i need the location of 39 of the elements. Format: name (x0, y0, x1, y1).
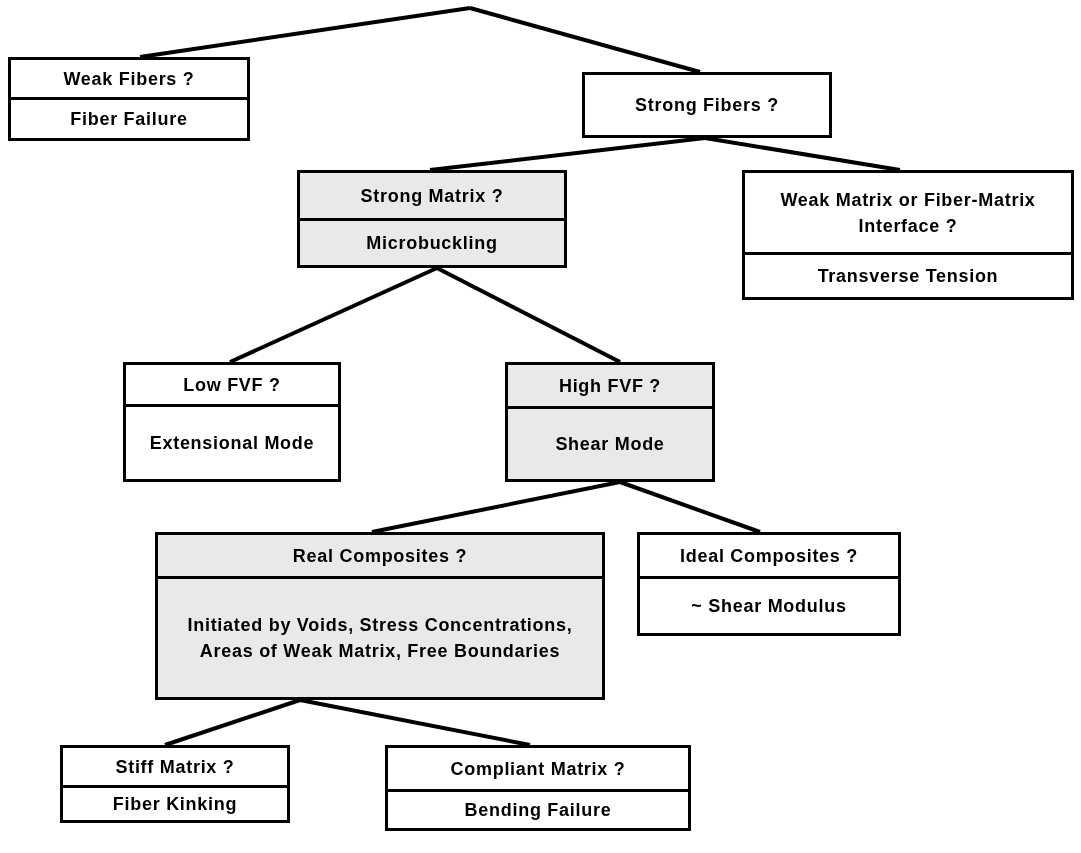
question-text: Weak Fibers ? (11, 60, 247, 100)
question-text: Strong Fibers ? (634, 94, 780, 117)
decision-box (637, 532, 901, 636)
outcome-text: Microbuckling (365, 232, 499, 255)
question-text: Weak Matrix or Fiber-Matrix Interface ? (745, 173, 1071, 255)
question-text: High FVF ? (508, 365, 712, 409)
outcome-text: Extensional Mode (148, 432, 316, 455)
question-text: Compliant Matrix ? (388, 748, 688, 792)
connector-line (436, 266, 621, 364)
question-text: Real Composites ? (158, 535, 602, 579)
outcome-text: Fiber Failure (69, 108, 189, 131)
outcome-text: Transverse Tension (816, 265, 1000, 288)
outcome-text: Shear Mode (554, 433, 666, 456)
decision-box (60, 745, 290, 823)
outcome-text: ~ Shear Modulus (690, 595, 848, 618)
connector-line (469, 6, 701, 74)
connector-line (299, 698, 531, 747)
outcome-text: Initiated by Voids, Stress Concentrations, Areas of Weak Matrix, Free Boundaries (186, 614, 574, 663)
outcome-text: Bending Failure (463, 799, 613, 822)
decision-box (385, 745, 691, 831)
connector-line (619, 480, 761, 534)
outcome-text: Fiber Kinking (111, 793, 239, 816)
connector-line (229, 266, 438, 364)
decision-box (582, 72, 832, 138)
connector-line (429, 136, 706, 172)
connector-line (139, 6, 471, 59)
connector-line (704, 136, 901, 172)
connector-line (164, 698, 301, 747)
question-text: Low FVF ? (126, 365, 338, 407)
decision-box (8, 57, 250, 141)
connector-line (371, 480, 621, 534)
decision-box (742, 170, 1074, 300)
decision-box (155, 532, 605, 700)
question-text: Stiff Matrix ? (63, 748, 287, 788)
decision-box (297, 170, 567, 268)
question-text: Strong Matrix ? (300, 173, 564, 221)
decision-box (505, 362, 715, 482)
decision-box (123, 362, 341, 482)
question-text: Ideal Composites ? (640, 535, 898, 579)
